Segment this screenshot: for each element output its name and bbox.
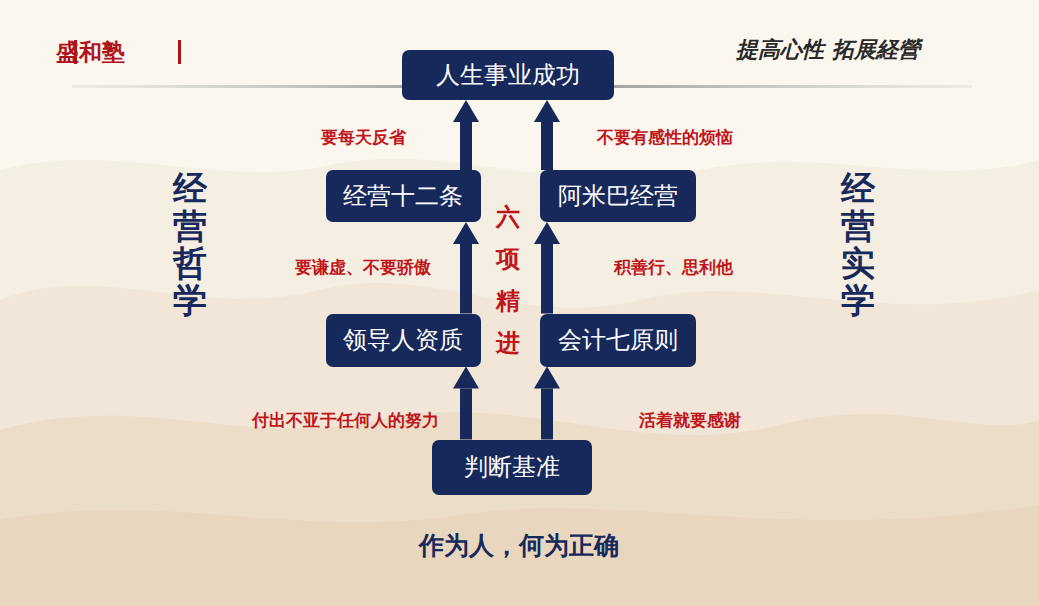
process-box: 经营十二条 bbox=[326, 170, 481, 222]
box-text: 领导人资质 bbox=[343, 324, 463, 356]
box-text: 经营十二条 bbox=[343, 180, 463, 212]
up-arrow bbox=[453, 367, 479, 440]
process-box: 判断基准 bbox=[432, 440, 592, 495]
up-arrow bbox=[534, 367, 560, 440]
box-text: 人生事业成功 bbox=[436, 59, 580, 91]
process-box: 领导人资质 bbox=[326, 314, 481, 367]
side-title: 经营实学 bbox=[841, 170, 875, 320]
process-box: 会计七原则 bbox=[540, 314, 696, 367]
principle-label: 不要有感性的烦恼 bbox=[597, 126, 733, 149]
up-arrow bbox=[534, 100, 560, 170]
up-arrow bbox=[453, 100, 479, 170]
caption: 作为人，何为正确 bbox=[419, 529, 619, 562]
principle-label: 积善行、思利他 bbox=[614, 256, 733, 279]
box-text: 阿米巴经营 bbox=[558, 180, 678, 212]
logo-text: 盛和塾 bbox=[56, 37, 125, 68]
principle-label: 付出不亚于任何人的努力 bbox=[252, 409, 439, 432]
up-arrow bbox=[534, 222, 560, 314]
process-box: 人生事业成功 bbox=[402, 50, 614, 100]
up-arrow bbox=[453, 222, 479, 314]
side-title: 经营哲学 bbox=[173, 170, 207, 320]
box-text: 判断基准 bbox=[464, 451, 560, 483]
box-text: 会计七原则 bbox=[558, 324, 678, 356]
slogan: 提高心性 拓展経營 bbox=[736, 35, 920, 65]
principle-label: 活着就要感谢 bbox=[639, 409, 741, 432]
principle-label: 要谦虚、不要骄傲 bbox=[295, 256, 431, 279]
center-column-title: 六项精进 bbox=[496, 196, 520, 364]
process-box: 阿米巴经营 bbox=[540, 170, 696, 222]
principle-label: 要每天反省 bbox=[321, 126, 406, 149]
